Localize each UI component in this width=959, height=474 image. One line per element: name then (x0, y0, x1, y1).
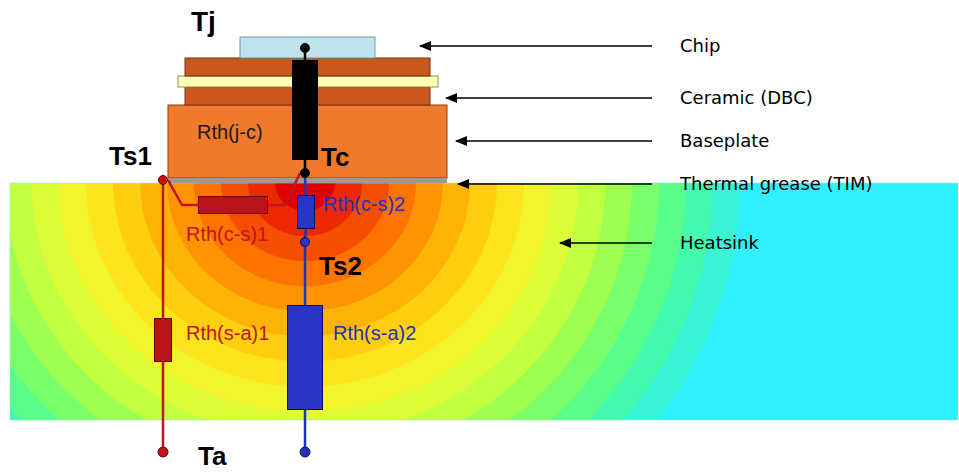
thermal-wire (304, 53, 307, 60)
resistance-label: Rth(c-s)2 (323, 193, 405, 215)
thermal-grease (168, 178, 447, 183)
part-name: Ceramic (DBC) (680, 87, 813, 109)
heatsink-outline (10, 183, 958, 420)
part-name: Heatsink (680, 232, 759, 254)
leader-arrow (560, 242, 652, 244)
contour-band (10, 183, 605, 420)
temperature-label: Tc (321, 143, 349, 172)
contour-band (10, 183, 713, 420)
temperature-node: Ts2 (300, 237, 310, 247)
contour-band (10, 183, 767, 420)
resistance-label: Rth(c-s)1 (186, 223, 268, 245)
thermal-wire (268, 173, 300, 205)
temperature-label: Ts1 (109, 142, 152, 171)
contour-band (10, 183, 686, 420)
heatsink-contour (10, 183, 958, 420)
contour-band (32, 183, 578, 420)
thermal-wire (304, 247, 307, 305)
contour-band (10, 183, 659, 420)
thermal-wire (162, 185, 165, 318)
resistance-label: Rth(s-a)2 (333, 322, 416, 344)
thermal-wire (305, 178, 306, 195)
temperature-label: Tj (191, 7, 216, 38)
resistor-symbol: Rth(s-a)1 (154, 318, 172, 362)
ambient-dot (158, 447, 168, 457)
part-name: Baseplate (680, 130, 769, 152)
thermal-wire (304, 410, 307, 447)
resistor-symbol: Rth(j-c) (292, 60, 318, 160)
chip (240, 37, 375, 58)
temperature-label: Ts2 (319, 252, 362, 281)
part-name: Thermal grease (TIM) (680, 173, 872, 195)
ambient-node: Ta (158, 447, 310, 471)
leader-arrow (458, 183, 652, 185)
temperature-node: Ts1 (158, 175, 168, 185)
contour-band (167, 183, 443, 311)
leader-arrow (446, 97, 652, 99)
thermal-wire (162, 362, 165, 447)
thermal-wire (304, 160, 307, 168)
leader-arrow (456, 140, 652, 142)
temperature-node: Tj (300, 43, 310, 53)
contour-band (59, 183, 551, 412)
temperature-node: Tc (300, 168, 310, 178)
resistor-symbol: Rth(s-a)2 (287, 305, 323, 410)
resistor-symbol: Rth(c-s)2 (297, 195, 315, 229)
leader-arrow (420, 45, 652, 47)
resistance-label: Rth(s-a)1 (186, 322, 269, 344)
thermal-wire (305, 229, 306, 237)
contour-band (10, 183, 740, 420)
resistor-symbol: Rth(c-s)1 (198, 196, 268, 214)
resistance-label: Rth(j-c) (197, 121, 263, 143)
part-name: Chip (680, 35, 720, 57)
ambient-dot (300, 447, 310, 457)
temperature-label: Ta (198, 442, 226, 471)
contour-band (10, 183, 632, 420)
thermal-wire (168, 180, 198, 205)
